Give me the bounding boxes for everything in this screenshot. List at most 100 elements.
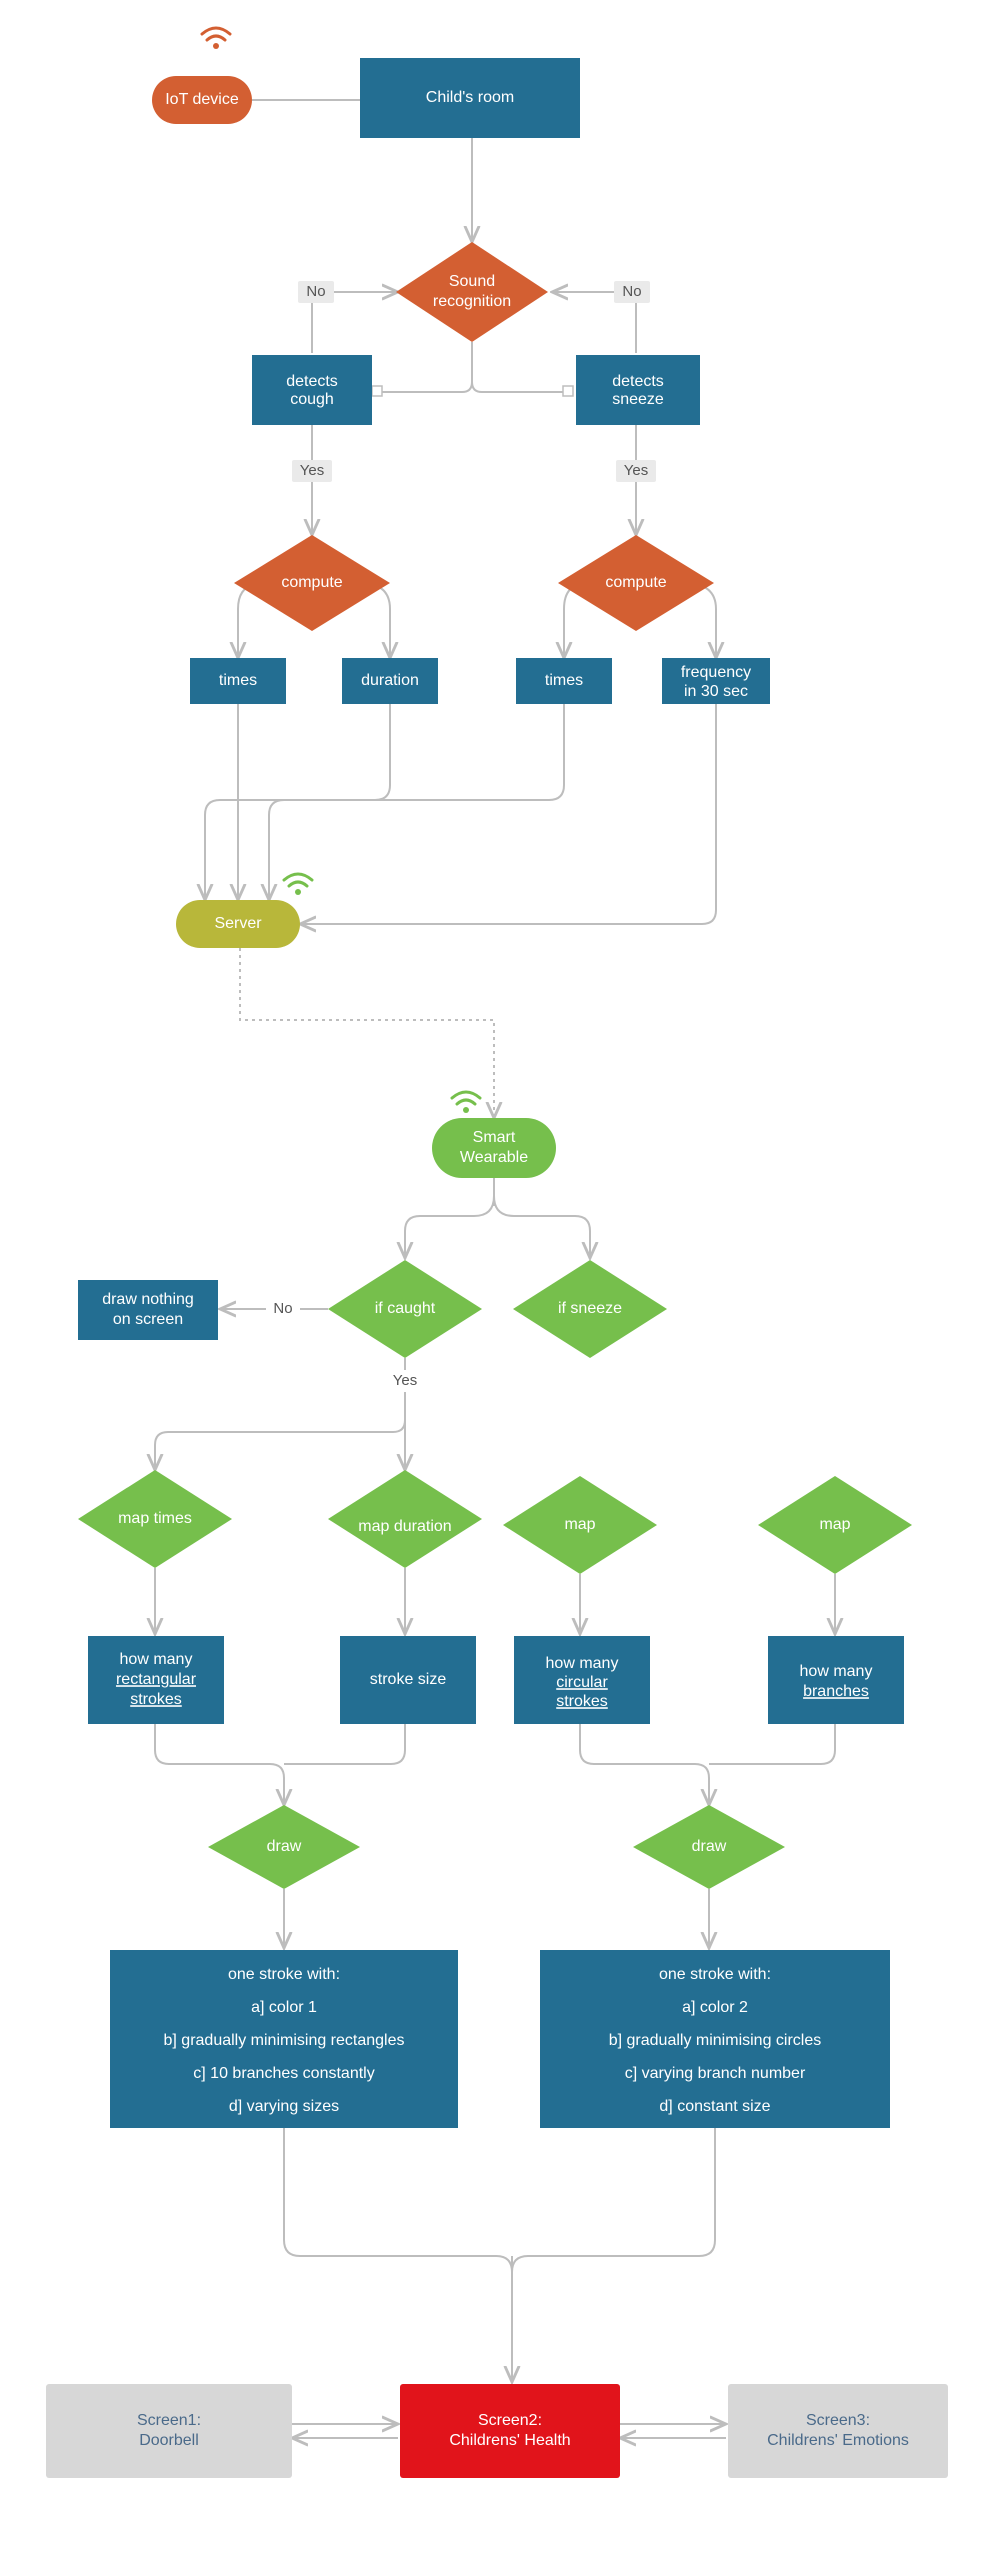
node-draw-left[interactable]: draw <box>208 1805 360 1889</box>
edge-label-bg-no-left <box>298 281 334 303</box>
connector-sound-cough <box>382 342 473 393</box>
connector-circular-draw <box>579 1724 709 1805</box>
svg-text:Smart: Smart <box>473 1129 516 1146</box>
svg-text:branches: branches <box>803 1683 869 1700</box>
svg-text:c] 10 branches constantly: c] 10 branches constantly <box>193 2065 374 2082</box>
connector-server-wearable <box>239 948 494 1118</box>
node-stroke-size[interactable]: stroke size <box>340 1636 476 1724</box>
connector-times-right-server <box>269 704 565 900</box>
node-map-times[interactable]: map times <box>78 1470 232 1568</box>
svg-text:if caught: if caught <box>375 1300 436 1317</box>
edge-label-no-left: No <box>306 283 325 300</box>
svg-text:map duration: map duration <box>358 1518 451 1535</box>
svg-text:if sneeze: if sneeze <box>558 1300 622 1317</box>
connector-yes-map-times <box>155 1405 406 1470</box>
svg-text:detects: detects <box>612 373 664 390</box>
svg-text:a] color 1: a] color 1 <box>251 1999 317 2016</box>
connector-stroke-left-screen <box>283 2128 513 2273</box>
connector-wearable-caught <box>405 1195 495 1258</box>
node-branches[interactable]: how many branches <box>768 1636 904 1724</box>
edge-label-yes-left: Yes <box>300 462 324 479</box>
svg-text:sneeze: sneeze <box>612 391 664 408</box>
svg-text:stroke size: stroke size <box>370 1671 447 1688</box>
svg-text:on screen: on screen <box>113 1311 183 1328</box>
node-detects-cough[interactable]: detects cough <box>252 355 372 425</box>
wifi-icon <box>450 1090 482 1113</box>
svg-text:rectangular: rectangular <box>116 1671 197 1688</box>
connector-frequency-server <box>300 704 717 924</box>
node-sound-recognition[interactable]: Sound recognition <box>396 242 548 342</box>
node-smart-wearable[interactable]: Smart Wearable <box>432 1118 556 1178</box>
node-map-duration[interactable]: map duration <box>328 1470 482 1568</box>
node-map-right[interactable]: map <box>758 1476 912 1574</box>
svg-text:compute: compute <box>281 574 342 591</box>
node-screen3[interactable]: Screen3: Childrens' Emotions <box>728 2384 948 2478</box>
svg-text:in 30 sec: in 30 sec <box>684 683 748 700</box>
svg-text:draw: draw <box>267 1838 302 1855</box>
node-duration[interactable]: duration <box>342 658 438 704</box>
svg-text:recognition: recognition <box>433 293 511 310</box>
edge-labels: No No Yes Yes No Yes <box>266 281 656 1392</box>
svg-text:Sound: Sound <box>449 273 495 290</box>
edge-label-bg-yes-caught <box>384 1370 426 1392</box>
node-stroke-left[interactable]: one stroke with: a] color 1 b] gradually… <box>110 1950 458 2128</box>
node-frequency[interactable]: frequency in 30 sec <box>662 658 770 704</box>
connector-size-draw <box>284 1724 406 1765</box>
svg-text:strokes: strokes <box>556 1693 608 1710</box>
svg-text:IoT device: IoT device <box>165 91 239 108</box>
svg-text:b] gradually minimising rectan: b] gradually minimising rectangles <box>164 2032 405 2049</box>
node-times-left[interactable]: times <box>190 658 286 704</box>
node-if-caught[interactable]: if caught <box>328 1260 482 1358</box>
svg-text:Child's room: Child's room <box>426 89 514 106</box>
node-server[interactable]: Server <box>176 900 300 948</box>
edge-label-no-right: No <box>622 283 641 300</box>
svg-text:Screen3:: Screen3: <box>806 2412 870 2429</box>
node-draw-right[interactable]: draw <box>633 1805 785 1889</box>
node-screen2[interactable]: Screen2: Childrens' Health <box>400 2384 620 2478</box>
node-compute-left[interactable]: compute <box>234 535 390 631</box>
svg-text:detects: detects <box>286 373 338 390</box>
svg-text:d] varying sizes: d] varying sizes <box>229 2098 339 2115</box>
svg-text:draw nothing: draw nothing <box>102 1291 194 1308</box>
node-compute-right[interactable]: compute <box>558 535 714 631</box>
node-circular-strokes[interactable]: how many circular strokes <box>514 1636 650 1724</box>
edge-label-no-caught: No <box>273 1300 292 1317</box>
edge-label-bg-yes-left <box>292 460 332 482</box>
node-map-left[interactable]: map <box>503 1476 657 1574</box>
connector-sound-sneeze <box>471 381 566 393</box>
svg-text:a] color 2: a] color 2 <box>682 1999 748 2016</box>
node-rect-strokes[interactable]: how many rectangular strokes <box>88 1636 224 1724</box>
node-detects-sneeze[interactable]: detects sneeze <box>576 355 700 425</box>
edge-label-yes-right: Yes <box>624 462 648 479</box>
node-childs-room[interactable]: Child's room <box>360 58 580 138</box>
edge-label-bg-no-caught <box>266 1298 300 1320</box>
svg-text:strokes: strokes <box>130 1691 182 1708</box>
svg-text:Screen2:: Screen2: <box>478 2412 542 2429</box>
node-screen1[interactable]: Screen1: Doorbell <box>46 2384 292 2478</box>
svg-text:compute: compute <box>605 574 666 591</box>
svg-text:draw: draw <box>692 1838 727 1855</box>
edge-label-yes-caught: Yes <box>393 1372 417 1389</box>
svg-text:duration: duration <box>361 672 419 689</box>
node-iot-device[interactable]: IoT device <box>152 76 252 124</box>
connector-duration-server <box>205 704 391 900</box>
edge-label-bg-no-right <box>614 281 650 303</box>
node-times-right[interactable]: times <box>516 658 612 704</box>
wifi-icon <box>282 872 314 895</box>
port-cough <box>371 385 383 397</box>
svg-text:how many: how many <box>800 1663 873 1680</box>
svg-text:b] gradually minimising circle: b] gradually minimising circles <box>609 2032 822 2049</box>
node-if-sneeze[interactable]: if sneeze <box>513 1260 667 1358</box>
connector-rect-draw <box>154 1724 284 1805</box>
svg-text:one stroke with:: one stroke with: <box>228 1966 340 1983</box>
svg-text:Childrens' Emotions: Childrens' Emotions <box>767 2432 909 2449</box>
svg-text:circular: circular <box>556 1674 608 1691</box>
svg-text:one stroke with:: one stroke with: <box>659 1966 771 1983</box>
svg-text:frequency: frequency <box>681 664 751 681</box>
svg-text:Childrens' Health: Childrens' Health <box>449 2432 570 2449</box>
node-draw-nothing[interactable]: draw nothing on screen <box>78 1280 218 1340</box>
svg-text:how many: how many <box>120 1651 193 1668</box>
connector-wearable-sneeze <box>493 1195 590 1258</box>
node-stroke-right[interactable]: one stroke with: a] color 2 b] gradually… <box>540 1950 890 2128</box>
